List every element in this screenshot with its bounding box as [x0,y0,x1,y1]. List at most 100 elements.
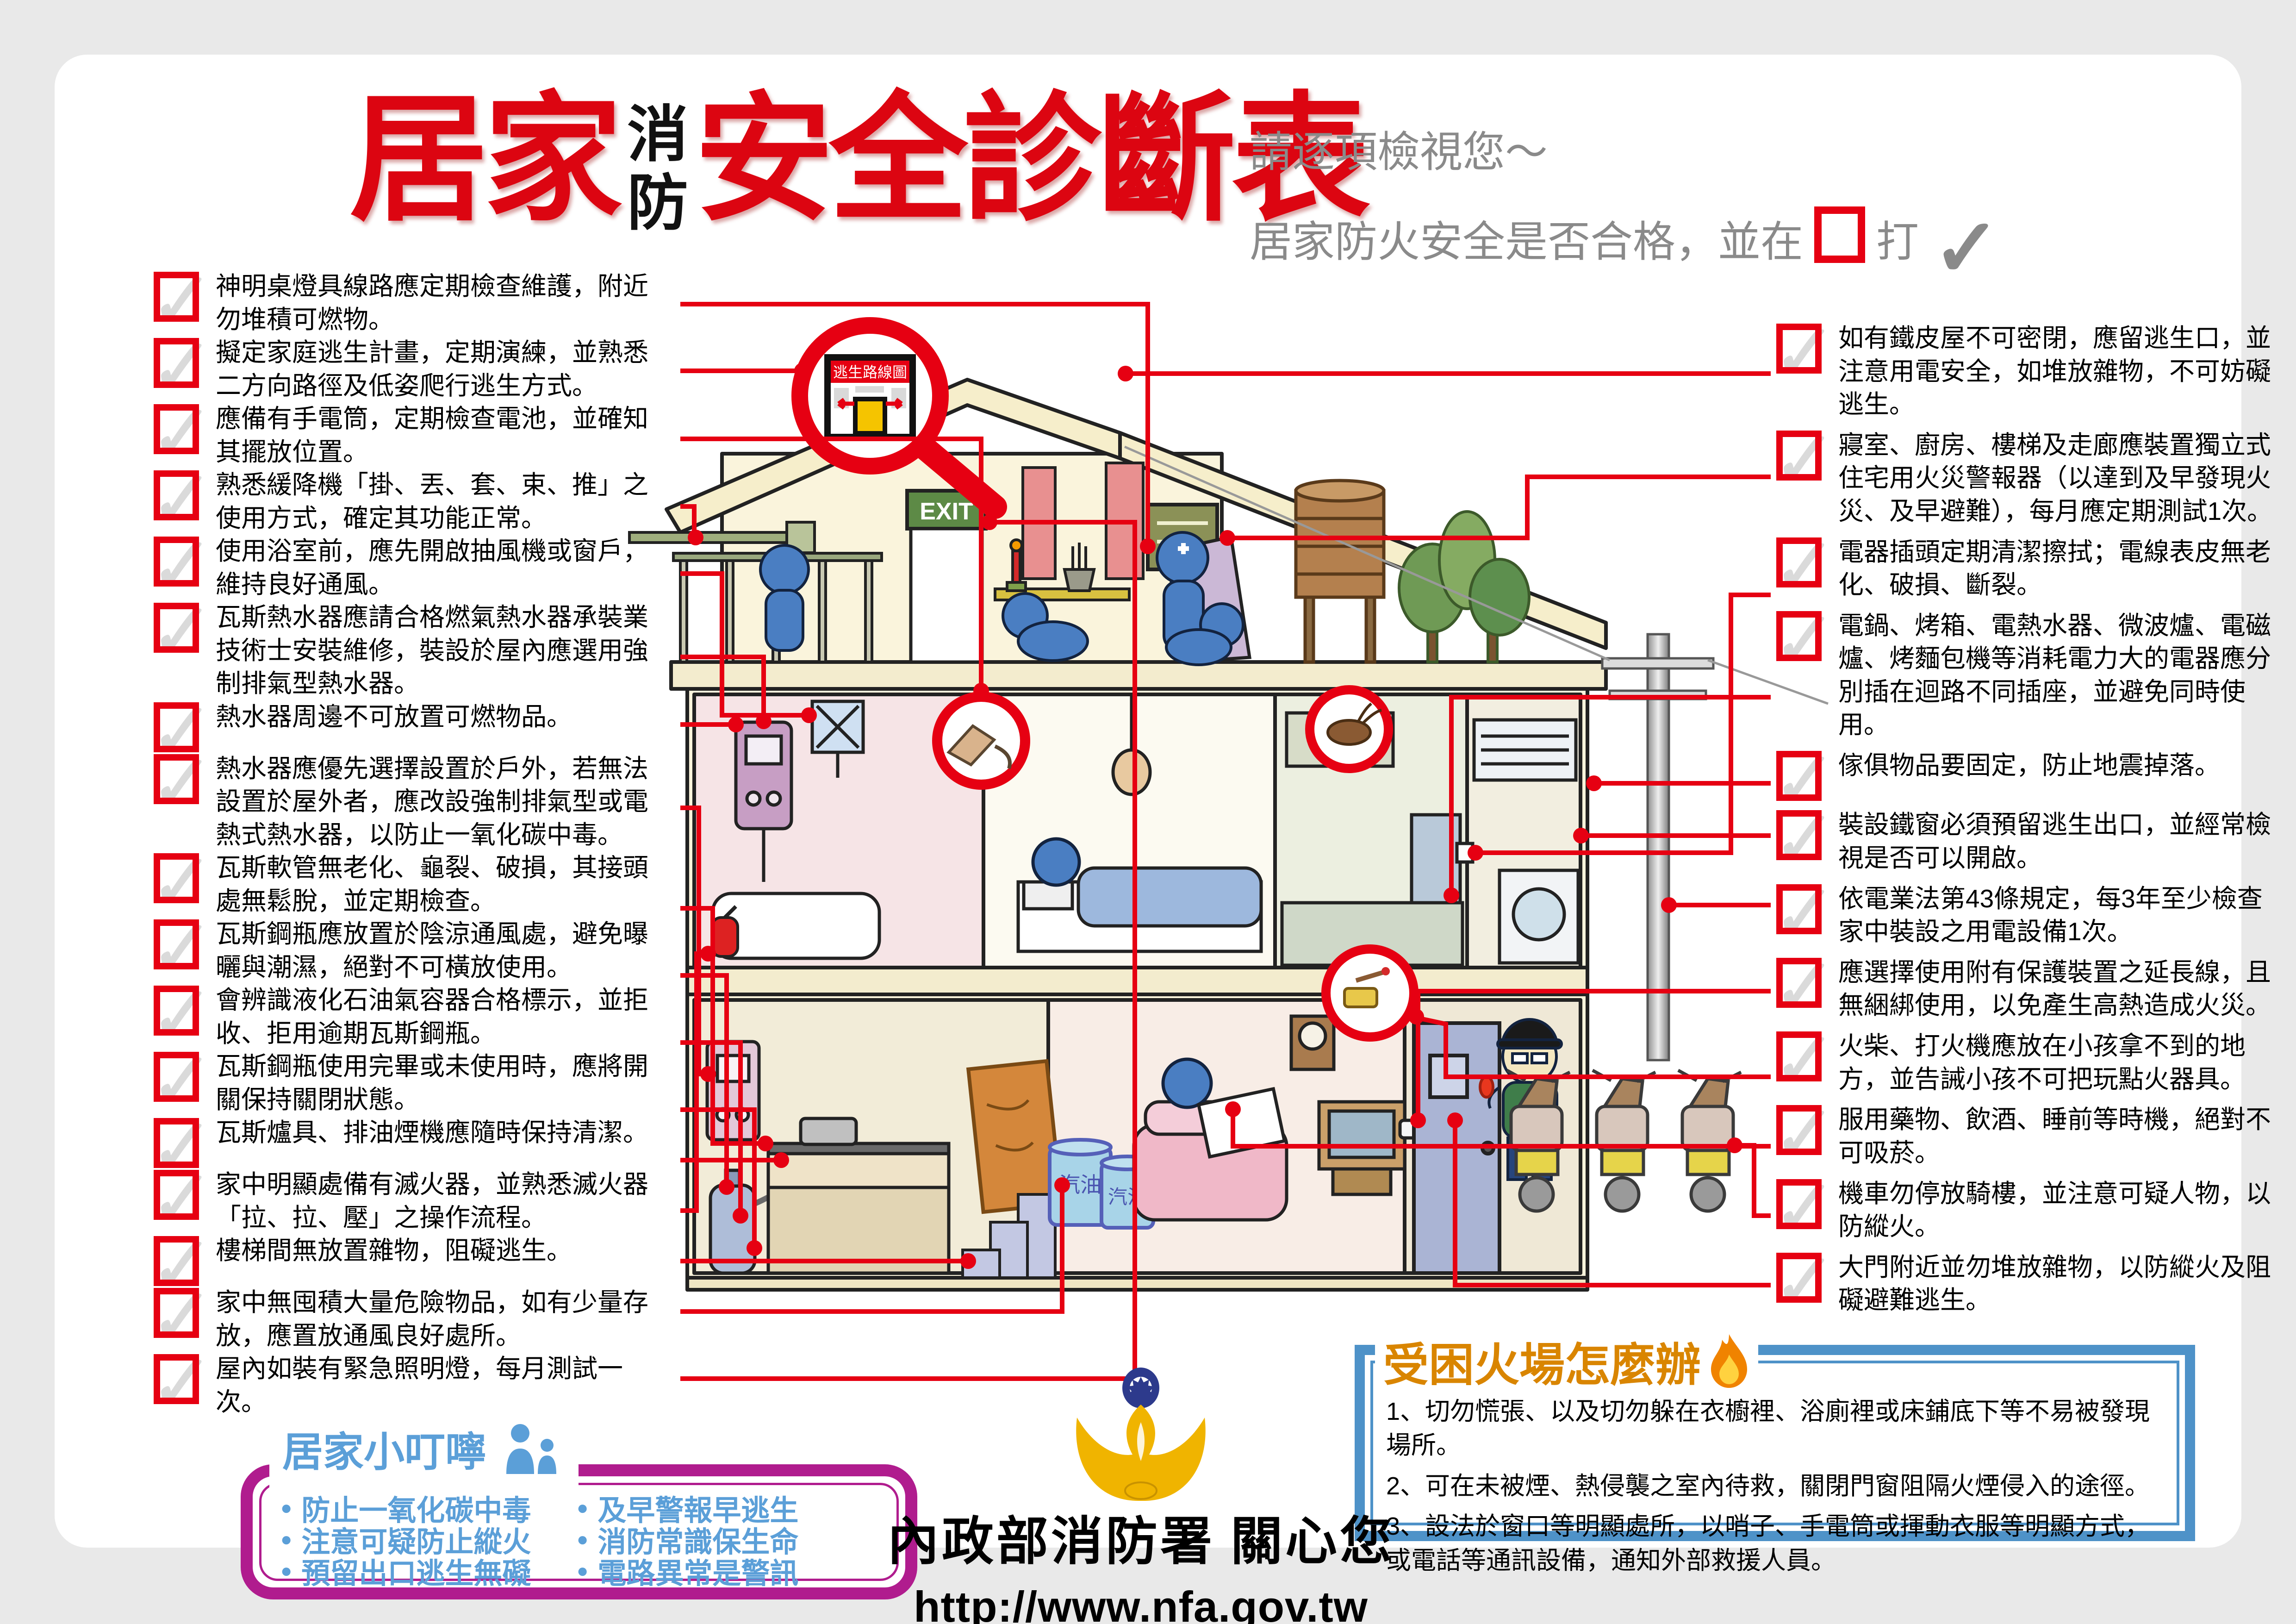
checklist-item: ✓裝設鐵窗必須預留逃生出口，並經常檢視是否可以開啟。 [1764,798,2281,883]
checkbox[interactable] [154,754,199,804]
title-small: 消 防 [627,101,688,238]
checklist-item: ✓火柴、打火機應放在小孩拿不到的地方，並告誡小孩不可把玩點火器具。 [1764,1019,2281,1104]
checklist-item-label: 服用藥物、飲酒、睡前等時機，絕對不可吸菸。 [1838,1105,2271,1167]
checkbox[interactable] [1776,751,1822,801]
checklist-item: ✓機車勿停放騎樓，並注意可疑人物，以防縱火。 [1764,1167,2281,1252]
checkbox[interactable] [1776,1179,1822,1229]
checkbox[interactable] [154,1052,199,1102]
checkbox[interactable] [154,404,199,454]
title-small-bottom: 防 [627,169,688,237]
checkbox[interactable] [154,702,199,752]
svg-text:EXIT: EXIT [920,498,973,525]
checklist-item: ✓家中明顯處備有滅火器，並熟悉滅火器「拉、拉、壓」之操作流程。 [141,1157,674,1243]
reminder-section: 居家小叮嚀 防止一氧化碳中毒 注意可疑防止縱火 預留出口逃生無礙 及早警報早逃生… [241,1410,917,1599]
reminder-title: 居家小叮嚀 [269,1410,579,1487]
checklist-left: ✓神明桌燈具線路應定期檢查維護，附近勿堆積可燃物。 ✓擬定家庭逃生計畫，定期演練… [141,259,674,1427]
checkbox[interactable] [1776,1252,1822,1303]
subtitle-line2-text2: 打 [1876,218,1919,266]
checklist-item-label: 傢俱物品要固定，防止地震掉落。 [1838,751,2221,780]
checklist-item-label: 電鍋、烤箱、電熱水器、微波爐、電磁爐、烤麵包機等消耗電力大的電器應分別插在迴路不… [1838,611,2271,739]
checklist-item-label: 瓦斯鋼瓶使用完畢或未使用時，應將開關保持關閉狀態。 [216,1052,649,1114]
checklist-item: ✓電器插頭定期清潔擦拭；電線表皮無老化、破損、斷裂。 [1764,525,2281,610]
flame-icon [1711,1334,1748,1388]
checklist-item-label: 電器插頭定期清潔擦拭；電線表皮無老化、破損、斷裂。 [1838,537,2271,600]
checklist-item: ✓瓦斯鋼瓶應放置於陰涼通風處，避免曝曬與潮濕，絕對不可橫放使用。 [141,907,674,992]
fire-box-title: 受困火場怎麼辦 [1375,1328,1759,1394]
checkbox[interactable] [154,1236,199,1286]
subtitle-line2: 居家防火安全是否合格，並在打✓ [1250,186,2001,311]
checkbox[interactable] [1776,537,1822,587]
checkbox[interactable] [154,986,199,1036]
checklist-item: ✓樓梯間無放置雜物，阻礙逃生。 [141,1224,674,1309]
checkbox[interactable] [154,537,199,587]
checkbox[interactable] [1776,1031,1822,1082]
checklist-item-label: 家中明顯處備有滅火器，並熟悉滅火器「拉、拉、壓」之操作流程。 [216,1170,649,1232]
reminder-title-text: 居家小叮嚀 [282,1429,486,1475]
checklist-item-label: 熱水器周邊不可放置可燃物品。 [216,702,572,731]
bathroom [711,700,881,960]
checkbox[interactable] [1776,810,1822,861]
checklist-item: ✓熱水器應優先選擇設置於戶外，若無法設置於屋外者，應改設強制排氣型或電熱式熱水器… [141,742,674,852]
checklist-item: ✓擬定家庭逃生計畫，定期演練，並熟悉二方向路徑及低姿爬行逃生方式。 [141,325,674,411]
reminder-item: 電路異常是警訊 [577,1555,798,1590]
checklist-item: ✓依電業法第43條規定，每3年至少檢查家中裝設之用電設備1次。 [1764,872,2281,957]
checklist-item-label: 如有鐵皮屋不可密閉，應留逃生口，並注意用電安全，如堆放雜物，不可妨礙逃生。 [1838,324,2271,418]
checkbox[interactable] [1776,430,1822,481]
checkbox[interactable] [154,1288,199,1338]
checklist-item: ✓瓦斯爐具、排油煙機應隨時保持清潔。 [141,1106,674,1191]
agency-url[interactable]: http://www.nfa.gov.tw [914,1582,1368,1624]
checkbox[interactable] [154,603,199,653]
checkbox[interactable] [154,338,199,388]
subtitle: 請逐項檢視您～ 居家防火安全是否合格，並在打✓ [1250,119,2001,311]
checklist-item-label: 應備有手電筒，定期檢查電池，並確知其擺放位置。 [216,404,649,466]
checkmark-icon: ✓ [1933,203,2001,294]
checklist-item: ✓屋內如裝有緊急照明燈，每月測試一次。 [141,1342,674,1427]
checklist-item: ✓神明桌燈具線路應定期檢查維護，附近勿堆積可燃物。 [141,259,674,344]
checklist-item: ✓大門附近並勿堆放雜物，以防縱火及阻礙避難逃生。 [1764,1240,2281,1325]
checkbox[interactable] [154,1170,199,1220]
fire-box-item: 3、設法於窗口等明顯處所，以哨子、手電筒或揮動衣服等明顯方式，或電話等通訊設備，… [1386,1512,2150,1574]
title-part1: 居家 [349,84,622,237]
checklist-item: ✓電鍋、烤箱、電熱水器、微波爐、電磁爐、烤麵包機等消耗電力大的電器應分別插在迴路… [1764,599,2281,742]
checkbox[interactable] [154,1118,199,1168]
checkbox[interactable] [154,853,199,903]
checkbox[interactable] [154,1354,199,1404]
checkbox[interactable] [154,272,199,322]
checklist-item-label: 擬定家庭逃生計畫，定期演練，並熟悉二方向路徑及低姿爬行逃生方式。 [216,338,649,400]
checklist-item-label: 瓦斯熱水器應請合格燃氣熱水器承裝業技術士安裝維修，裝設於屋內應選用強制排氣型熱水… [216,603,649,698]
checklist-item: ✓如有鐵皮屋不可密閉，應留逃生口，並注意用電安全，如堆放雜物，不可妨礙逃生。 [1764,311,2281,421]
checklist-item-label: 瓦斯爐具、排油煙機應隨時保持清潔。 [216,1118,649,1147]
bedroom [1016,694,1263,953]
checklist-right: ✓如有鐵皮屋不可密閉，應留逃生口，並注意用電安全，如堆放雜物，不可妨礙逃生。 ✓… [1764,311,2281,1325]
checkbox[interactable] [154,470,199,520]
page-title: 居家 消 防 安全診斷表 [349,84,1370,238]
checkbox[interactable] [1776,884,1822,934]
child-figure [759,544,810,652]
leader-lines [680,302,1771,1381]
checklist-item-label: 會辨識液化石油氣容器合格標示，並拒收、拒用逾期瓦斯鋼瓶。 [216,986,649,1048]
checkbox[interactable] [154,919,199,969]
reminder-col-left: 防止一氧化碳中毒 注意可疑防止縱火 預留出口逃生無礙 [280,1492,577,1590]
nfa-phoenix-logo [1076,1368,1206,1501]
checkbox[interactable] [1776,957,1822,1008]
checklist-item-label: 裝設鐵窗必須預留逃生出口，並經常檢視是否可以開啟。 [1838,810,2271,872]
checklist-item: ✓瓦斯鋼瓶使用完畢或未使用時，應將開關保持關閉狀態。 [141,1039,674,1124]
checklist-item: ✓家中無囤積大量危險物品，如有少量存放，應置放通風良好處所。 [141,1275,674,1361]
checkbox[interactable] [1776,324,1822,374]
checklist-item: ✓寢室、廚房、樓梯及走廊應裝置獨立式住宅用火災警報器（以達到及早發現火災、及早避… [1764,418,2281,528]
fire-escape-box: 受困火場怎麼辦 1、切勿慌張、以及切勿躲在衣櫥裡、浴廁裡或床鋪底下等不易被發現場… [1355,1328,2195,1574]
checkbox[interactable] [1776,611,1822,661]
checklist-item: ✓傢俱物品要固定，防止地震掉落。 [1764,738,2281,824]
checklist-item: ✓熱水器周邊不可放置可燃物品。 [141,690,674,775]
exit-sign: EXIT [905,489,988,664]
terrace-trees [1398,510,1531,663]
checklist-item-label: 屋內如裝有緊急照明燈，每月測試一次。 [216,1354,623,1416]
descending-device [628,521,816,554]
title-small-top: 消 [627,101,688,169]
checkbox[interactable] [1776,1105,1822,1156]
checklist-item: ✓應備有手電筒，定期檢查電池，並確知其擺放位置。 [141,392,674,477]
balcony [672,552,883,663]
agency-name: 內政部消防署 關心您 [887,1513,1394,1571]
svg-text:逃生路線圖: 逃生路線圖 [833,364,907,381]
